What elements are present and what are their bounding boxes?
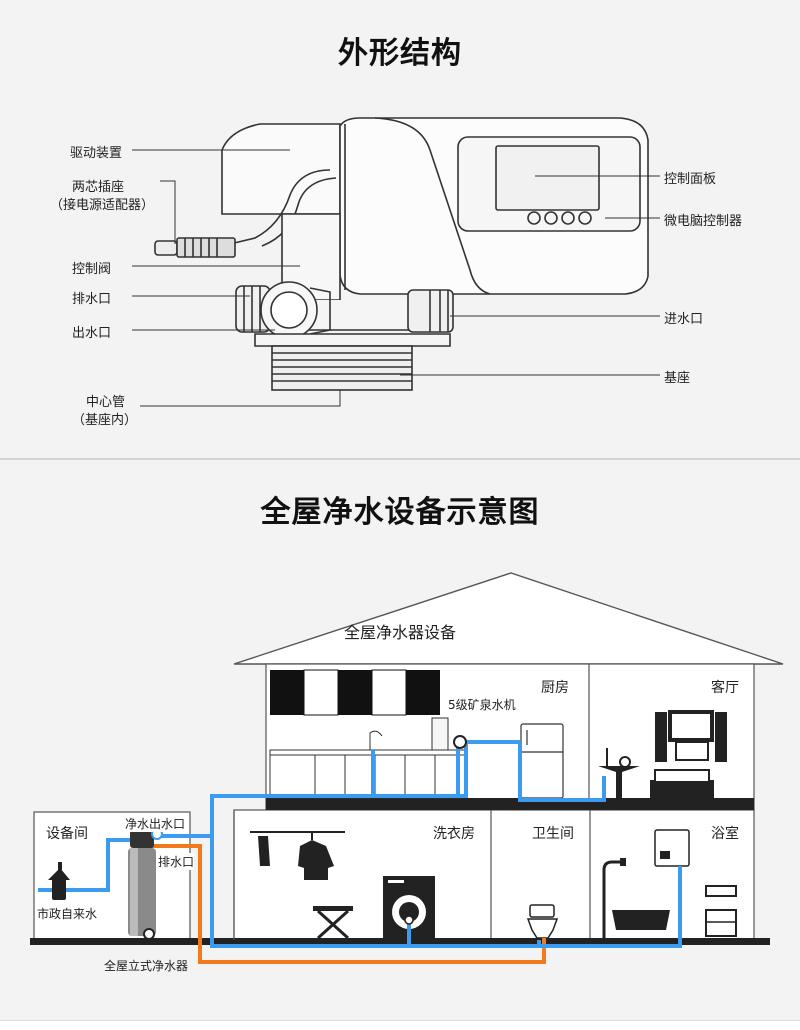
label-mineral-machine: 5级矿泉水机 xyxy=(448,698,516,712)
room-bath: 浴室 xyxy=(711,826,739,842)
label-municipal-water: 市政自来水 xyxy=(37,907,98,921)
label-control-panel: 控制面板 xyxy=(664,172,717,187)
label-base: 基座 xyxy=(664,371,691,386)
label-drive: 驱动装置 xyxy=(70,146,123,161)
structure-title: 外形结构 xyxy=(338,36,462,71)
bottom-edge xyxy=(0,1020,800,1030)
label-whole-house-filter: 全屋立式净水器 xyxy=(104,959,189,973)
label-drain: 排水口 xyxy=(72,292,112,307)
label-drain-outlet: 排水口 xyxy=(158,853,195,870)
section-divider xyxy=(0,458,800,460)
label-control-valve: 控制阀 xyxy=(72,262,112,277)
room-laundry: 洗衣房 xyxy=(433,826,475,842)
label-micro-controller: 微电脑控制器 xyxy=(664,214,743,229)
label-plug-sub: （接电源适配器） xyxy=(50,198,155,213)
label-inlet: 进水口 xyxy=(664,312,704,327)
room-living: 客厅 xyxy=(711,680,739,696)
room-equipment: 设备间 xyxy=(46,826,88,842)
room-toilet: 卫生间 xyxy=(532,826,574,842)
room-kitchen: 厨房 xyxy=(541,680,569,696)
valve-illustration xyxy=(132,117,660,407)
house-panel xyxy=(0,460,800,1020)
label-clean-outlet: 净水出水口 xyxy=(125,815,186,832)
label-center-pipe-sub: （基座内） xyxy=(72,413,138,428)
label-center-pipe: 中心管 xyxy=(86,395,126,410)
label-plug: 两芯插座 xyxy=(72,180,125,195)
house-title: 全屋净水设备示意图 xyxy=(260,495,540,530)
label-outlet: 出水口 xyxy=(72,326,112,341)
roof-label: 全屋净水器设备 xyxy=(343,623,456,642)
